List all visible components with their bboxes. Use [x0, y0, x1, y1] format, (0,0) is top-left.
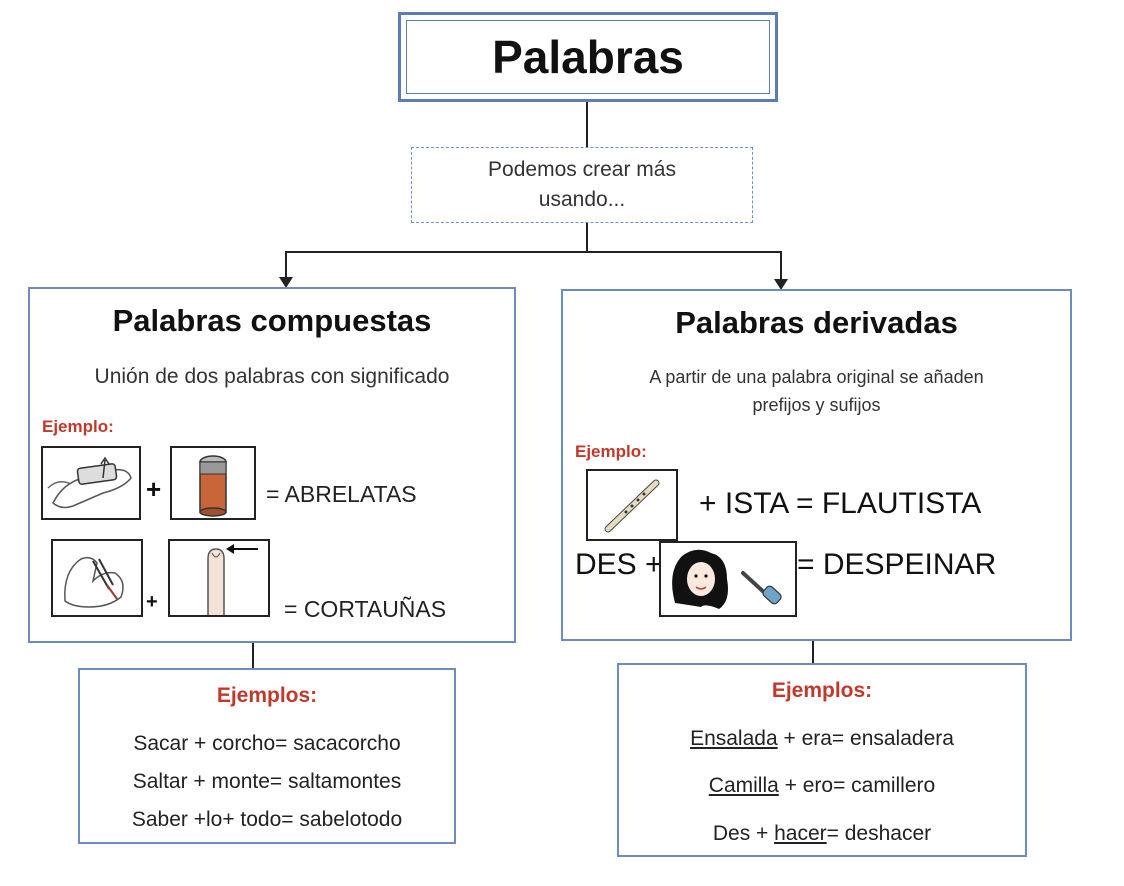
connector-horizontal — [285, 251, 782, 253]
hairbrush-icon — [741, 571, 782, 605]
examples-title-right: Ejemplos: — [771, 679, 873, 702]
derived-example-2-rest: + ero= camillero — [778, 774, 936, 797]
plus-sign-2: + — [146, 591, 158, 613]
examples-derivadas: Ejemplos: Ensalada + era= ensaladera Cam… — [617, 663, 1027, 857]
panel-derivadas-subtitle-1: A partir de una palabra original se añad… — [649, 367, 984, 387]
connector-intro-down — [586, 223, 588, 252]
examples-title-left: Ejemplos: — [216, 684, 318, 707]
example-line-3: Saber +lo+ todo= sabelotodo — [131, 808, 403, 831]
examples-compuestas: Ejemplos: Sacar + corcho= sacacorcho Sal… — [78, 668, 456, 844]
connector-left-down — [285, 251, 287, 281]
derived-example-2-base: Camilla — [708, 774, 779, 797]
derived-example-1-base: Ensalada — [690, 727, 778, 750]
girl-messy-hair-icon — [659, 541, 797, 617]
nail-clipping-icon — [51, 539, 143, 617]
finger-icon — [168, 539, 270, 617]
connector-left-panel-to-examples — [252, 643, 254, 668]
derived-example-3-base: hacer — [774, 822, 827, 845]
arrowhead-right — [774, 279, 788, 290]
example-line-1: Sacar + corcho= sacacorcho — [133, 732, 401, 755]
panel-derivadas: Palabras derivadas A partir de una palab… — [561, 289, 1072, 641]
main-title: Palabras — [398, 12, 778, 102]
result-flautista: + ISTA = FLAUTISTA — [699, 487, 982, 520]
arrowhead-left — [279, 277, 293, 288]
result-despeinar: = DESPEINAR — [797, 548, 997, 581]
can-icon — [170, 446, 256, 520]
panel-derivadas-subtitle-2: prefijos y sufijos — [752, 395, 881, 415]
connector-right-panel-to-examples — [812, 641, 814, 663]
panel-compuestas-title: Palabras compuestas — [112, 303, 432, 338]
example-line-2: Saltar + monte= saltamontes — [132, 770, 402, 793]
derived-example-3: Des + hacer= deshacer — [619, 822, 1025, 846]
derived-example-2: Camilla + ero= camillero — [619, 774, 1025, 798]
prefix-des: DES + — [575, 548, 663, 581]
example-label-derivadas: Ejemplo: — [575, 442, 647, 461]
connector-title-to-intro — [586, 102, 588, 147]
result-cortaunas: = CORTAUÑAS — [284, 596, 447, 622]
panel-derivadas-title: Palabras derivadas — [675, 305, 958, 340]
plus-sign: + — [146, 474, 162, 504]
intro-line-1: Podemos crear más — [488, 158, 676, 181]
intro-box: Podemos crear más usando... — [411, 147, 753, 223]
hands-opening-can-icon — [41, 446, 141, 520]
panel-compuestas: Palabras compuestas Unión de dos palabra… — [28, 287, 516, 643]
panel-compuestas-subtitle: Unión de dos palabras con significado — [94, 365, 450, 388]
flute-icon — [586, 469, 678, 541]
derived-example-1-rest: + era= ensaladera — [777, 727, 954, 750]
derived-example-3-before: Des + — [712, 822, 775, 845]
example-label: Ejemplo: — [42, 417, 114, 436]
intro-line-2: usando... — [538, 188, 626, 211]
derived-example-1: Ensalada + era= ensaladera — [619, 727, 1025, 751]
derived-example-3-rest: = deshacer — [826, 822, 932, 845]
connector-right-down — [780, 251, 782, 283]
result-abrelatas: = ABRELATAS — [266, 481, 417, 507]
